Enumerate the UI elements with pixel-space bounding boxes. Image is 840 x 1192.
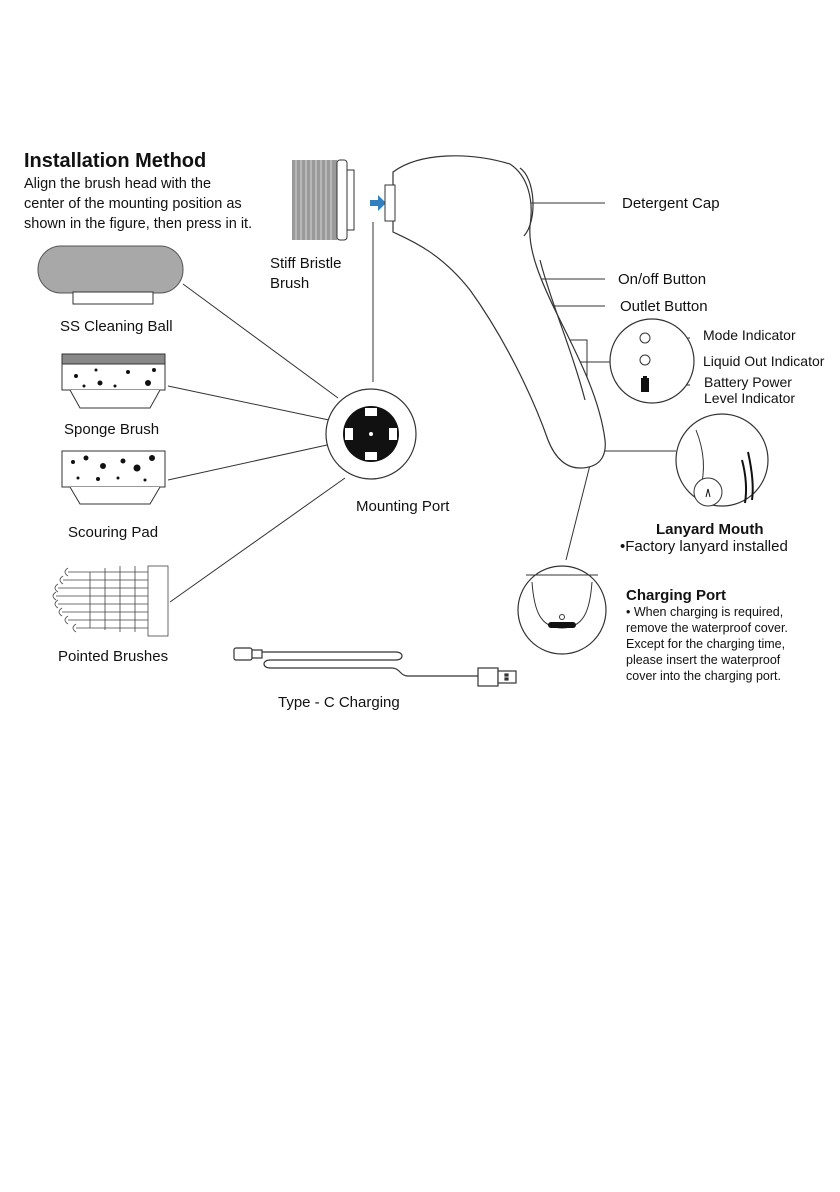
charging-description: • When charging is required, remove the … (626, 604, 802, 684)
sponge-brush-icon (61, 353, 166, 409)
insert-arrow-icon (370, 195, 386, 211)
leader-ss-ball (182, 283, 339, 399)
liquid-indicator-icon (639, 354, 651, 366)
charging-title: Charging Port (626, 587, 726, 604)
installation-line: center of the mounting position as (24, 196, 242, 212)
charging-line: please insert the waterproof (626, 653, 781, 667)
label-battery: Battery Power Level Indicator (704, 374, 795, 406)
label-stiff-bristle: Stiff Bristle Brush (270, 254, 341, 294)
leader-charging (565, 464, 591, 561)
ss-cleaning-ball-icon (37, 245, 184, 305)
battery-icon (641, 378, 649, 392)
label-onoff: On/off Button (618, 271, 707, 288)
label-sponge: Sponge Brush (64, 421, 160, 438)
label-pointed: Pointed Brushes (58, 648, 169, 665)
label-battery-line2: Level Indicator (704, 390, 796, 406)
installation-description: Align the brush head with the center of … (24, 174, 252, 234)
charging-line: • When charging is required, (626, 605, 784, 619)
device-body (392, 155, 606, 469)
mounting-port-icon (325, 388, 417, 480)
lanyard-title: Lanyard Mouth (656, 521, 764, 538)
charging-line: remove the waterproof cover. (626, 621, 788, 635)
device-mount (384, 184, 396, 222)
stiff-bristle-brush-icon (292, 159, 355, 241)
label-battery-line1: Battery Power (704, 374, 792, 390)
label-detergent-cap: Detergent Cap (622, 195, 720, 212)
lanyard-mouth-icon (675, 413, 769, 507)
charging-line: cover into the charging port. (626, 669, 781, 683)
label-stiff-bristle-line1: Stiff Bristle (270, 255, 342, 272)
label-stiff-bristle-line2: Brush (270, 275, 310, 292)
indicator-panel (609, 318, 695, 404)
label-scouring: Scouring Pad (68, 524, 159, 541)
leader-sponge (167, 385, 330, 421)
lanyard-note: •Factory lanyard installed (620, 538, 788, 555)
leader-pointed (169, 477, 346, 603)
label-outlet: Outlet Button (620, 298, 708, 315)
charging-port-icon (517, 565, 607, 655)
leader-scouring (167, 444, 328, 481)
label-liquid: Liquid Out Indicator (703, 353, 825, 369)
label-type-c: Type - C Charging (278, 694, 400, 711)
pointed-brushes-icon (52, 565, 169, 637)
charging-line: Except for the charging time, (626, 637, 786, 651)
installation-title: Installation Method (24, 150, 207, 172)
label-ss-ball: SS Cleaning Ball (60, 318, 173, 335)
label-mode: Mode Indicator (703, 327, 796, 343)
scouring-pad-icon (61, 450, 166, 505)
installation-line: Align the brush head with the (24, 176, 212, 192)
type-c-cable-icon (233, 647, 517, 687)
label-mounting-port: Mounting Port (356, 498, 450, 515)
installation-line: shown in the figure, then press in it. (24, 216, 253, 232)
mode-indicator-icon (639, 332, 651, 344)
